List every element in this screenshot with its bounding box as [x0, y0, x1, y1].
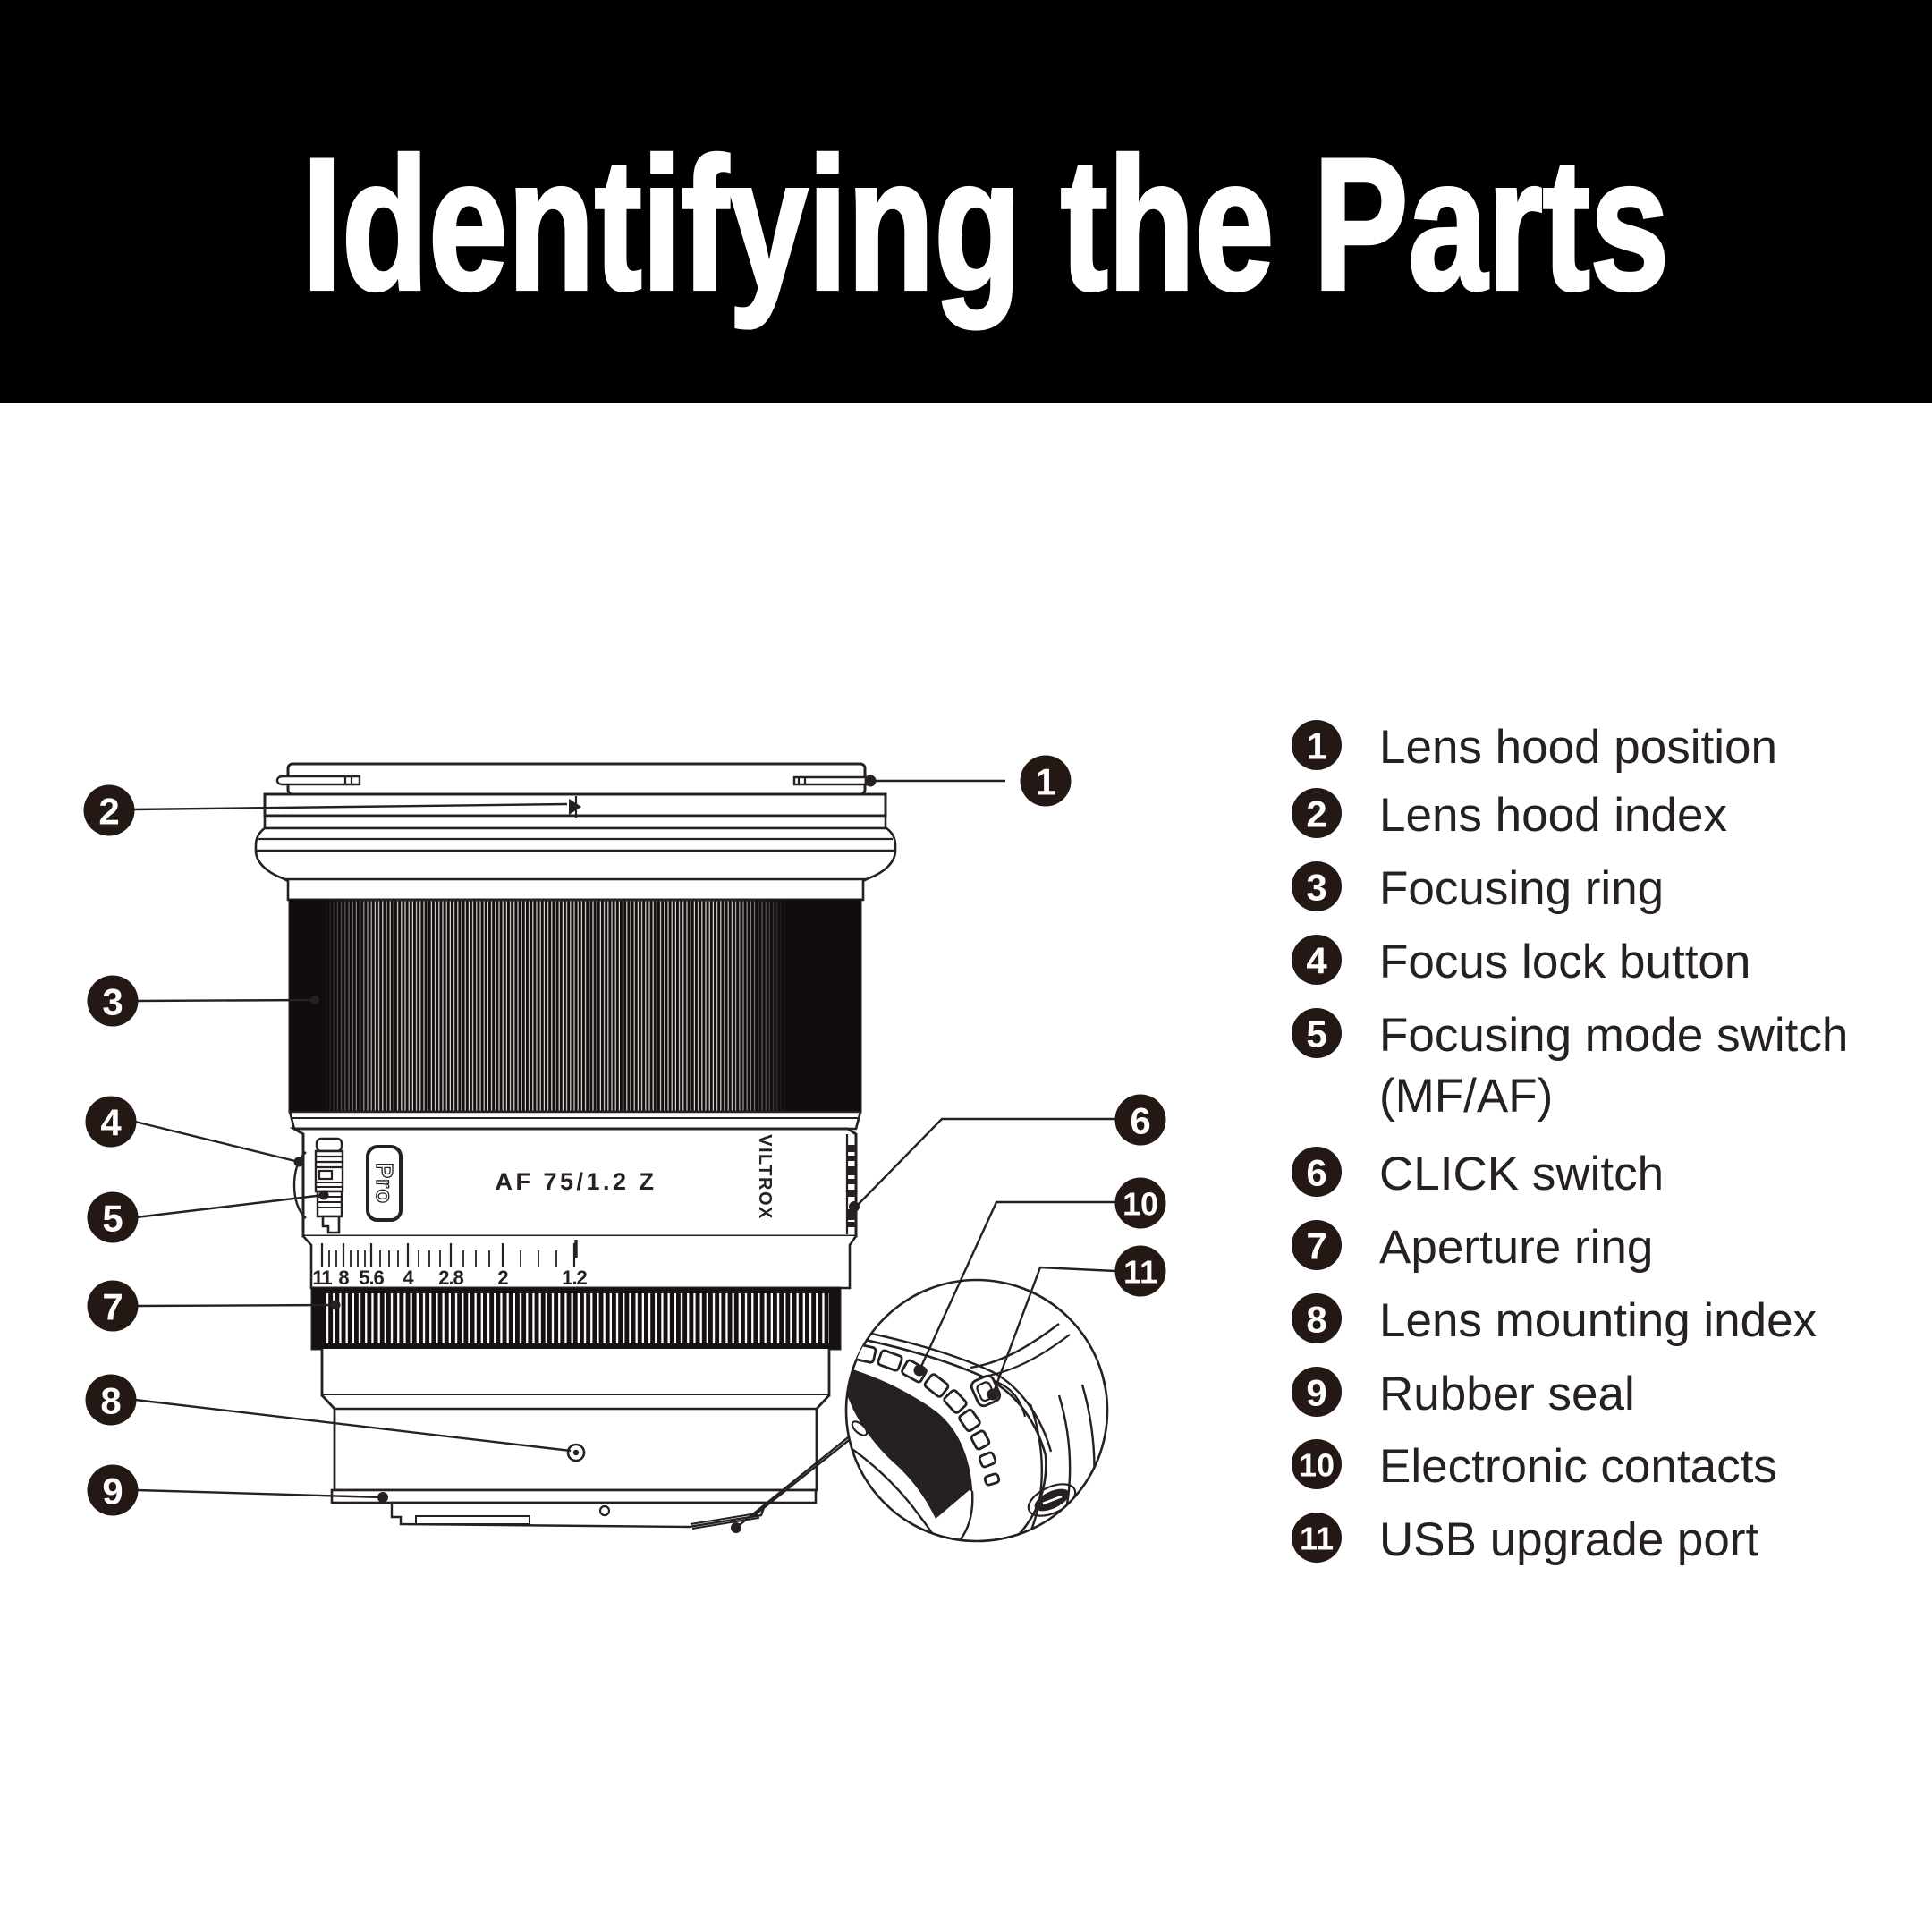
svg-text:2: 2	[497, 1267, 508, 1289]
svg-text:Focusing mode switch: Focusing mode switch	[1379, 1009, 1848, 1062]
svg-text:2: 2	[1306, 793, 1326, 835]
svg-text:5.6: 5.6	[359, 1267, 384, 1289]
svg-text:(MF/AF): (MF/AF)	[1379, 1070, 1553, 1123]
svg-text:11: 11	[1123, 1254, 1157, 1291]
svg-text:1.2: 1.2	[562, 1267, 587, 1289]
svg-text:2.8: 2.8	[438, 1267, 463, 1289]
svg-text:6: 6	[1306, 1152, 1326, 1194]
svg-text:10: 10	[1299, 1447, 1335, 1484]
svg-text:VILTROX: VILTROX	[755, 1134, 775, 1220]
svg-text:Focus lock button: Focus lock button	[1379, 936, 1750, 988]
svg-text:Electronic contacts: Electronic contacts	[1379, 1440, 1777, 1493]
svg-text:Lens hood index: Lens hood index	[1379, 789, 1727, 842]
svg-text:7: 7	[102, 1286, 123, 1328]
svg-text:CLICK switch: CLICK switch	[1379, 1148, 1664, 1200]
svg-text:2: 2	[98, 791, 119, 833]
svg-text:Lens mounting index: Lens mounting index	[1379, 1294, 1817, 1347]
svg-text:AF 75/1.2 Z: AF 75/1.2 Z	[495, 1168, 657, 1195]
svg-text:9: 9	[1306, 1372, 1326, 1414]
svg-text:4: 4	[402, 1267, 414, 1289]
svg-text:4: 4	[1306, 940, 1327, 982]
svg-text:9: 9	[102, 1470, 123, 1513]
svg-text:3: 3	[102, 981, 123, 1023]
svg-text:3: 3	[1306, 867, 1326, 909]
svg-text:5: 5	[102, 1198, 123, 1240]
svg-text:Identifying the Parts: Identifying the Parts	[302, 120, 1669, 329]
svg-text:Pro: Pro	[371, 1163, 398, 1204]
svg-text:8: 8	[1306, 1299, 1326, 1341]
svg-text:1: 1	[1306, 725, 1326, 767]
svg-text:USB upgrade port: USB upgrade port	[1379, 1513, 1759, 1566]
svg-text:1: 1	[1035, 761, 1055, 803]
svg-text:8: 8	[338, 1267, 349, 1289]
svg-text:6: 6	[1130, 1100, 1150, 1142]
svg-text:Lens hood position: Lens hood position	[1379, 721, 1777, 774]
svg-text:Rubber seal: Rubber seal	[1379, 1368, 1635, 1420]
svg-text:Aperture ring: Aperture ring	[1379, 1221, 1653, 1274]
svg-text:11: 11	[1300, 1521, 1334, 1557]
svg-text:Focusing ring: Focusing ring	[1379, 862, 1664, 915]
svg-text:11: 11	[312, 1267, 332, 1289]
svg-text:5: 5	[1306, 1013, 1326, 1055]
svg-text:7: 7	[1306, 1225, 1326, 1267]
svg-text:8: 8	[100, 1380, 121, 1422]
svg-text:4: 4	[100, 1102, 122, 1144]
svg-text:10: 10	[1123, 1186, 1158, 1223]
